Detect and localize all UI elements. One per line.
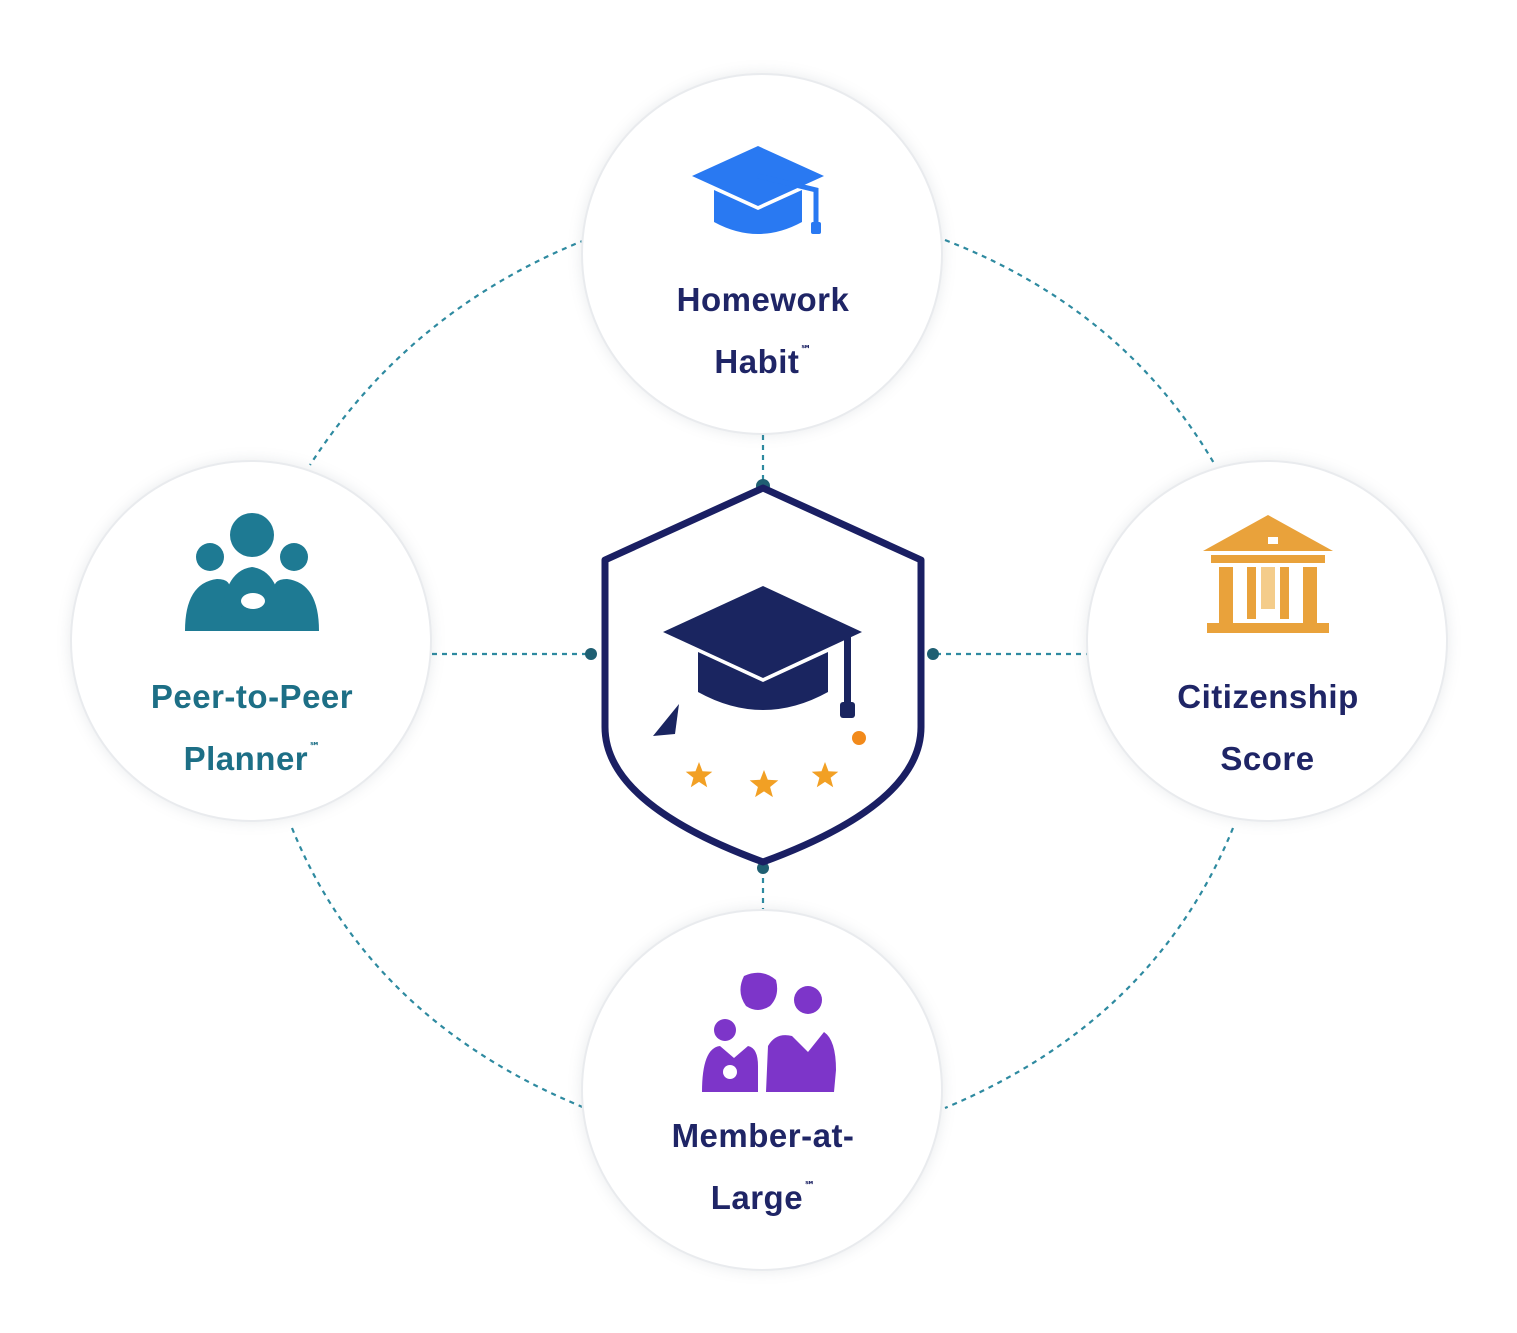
- rating-stars: [685, 762, 839, 798]
- ring-arc-bottom-right: [944, 827, 1235, 1110]
- node-peer-to-peer-planner: Peer-to-Peer Planner℠: [70, 460, 432, 822]
- service-mark: ℠: [800, 344, 812, 356]
- star-2: [749, 770, 779, 798]
- center-shield-emblem: [597, 482, 931, 868]
- ring-arc-top-left: [309, 238, 586, 466]
- label-line-1: Peer-to-Peer: [150, 678, 354, 715]
- star-3: [811, 762, 839, 788]
- node-label: Peer-to-Peer Planner℠: [102, 672, 402, 784]
- ring-arc-bottom-left: [290, 827, 586, 1110]
- label-line-2: Habit: [714, 343, 800, 380]
- label-line-2: Planner: [183, 740, 309, 777]
- center-cap: [653, 586, 862, 736]
- ring-arc-top-right: [944, 238, 1216, 466]
- member-group-icon: [688, 966, 838, 1096]
- node-citizenship-score: Citizenship Score: [1086, 460, 1448, 822]
- shield-graduation-cap-icon: [601, 484, 925, 866]
- accent-dot: [852, 731, 866, 745]
- graduation-cap-icon: [688, 130, 838, 260]
- connector-dot-right: [927, 648, 939, 660]
- node-member-at-large: Member-at- Large℠: [581, 909, 943, 1271]
- node-homework-habit: Homework Habit℠: [581, 73, 943, 435]
- connector-dot-bottom: [757, 862, 769, 874]
- building-columns-icon: [1193, 507, 1343, 637]
- node-label: Homework Habit℠: [613, 275, 913, 387]
- node-label: Citizenship Score: [1118, 672, 1418, 784]
- label-line-1: Citizenship: [1177, 678, 1359, 715]
- label-line-1: Member-at-: [671, 1117, 855, 1154]
- people-group-icon: [177, 507, 327, 637]
- service-mark: ℠: [804, 1180, 816, 1192]
- label-line-2: Score: [1220, 740, 1315, 777]
- service-mark: ℠: [309, 741, 321, 753]
- label-line-1: Homework: [676, 281, 850, 318]
- node-label: Member-at- Large℠: [613, 1111, 913, 1223]
- connector-dot-left: [585, 648, 597, 660]
- star-1: [685, 762, 713, 788]
- label-line-2: Large: [710, 1179, 804, 1216]
